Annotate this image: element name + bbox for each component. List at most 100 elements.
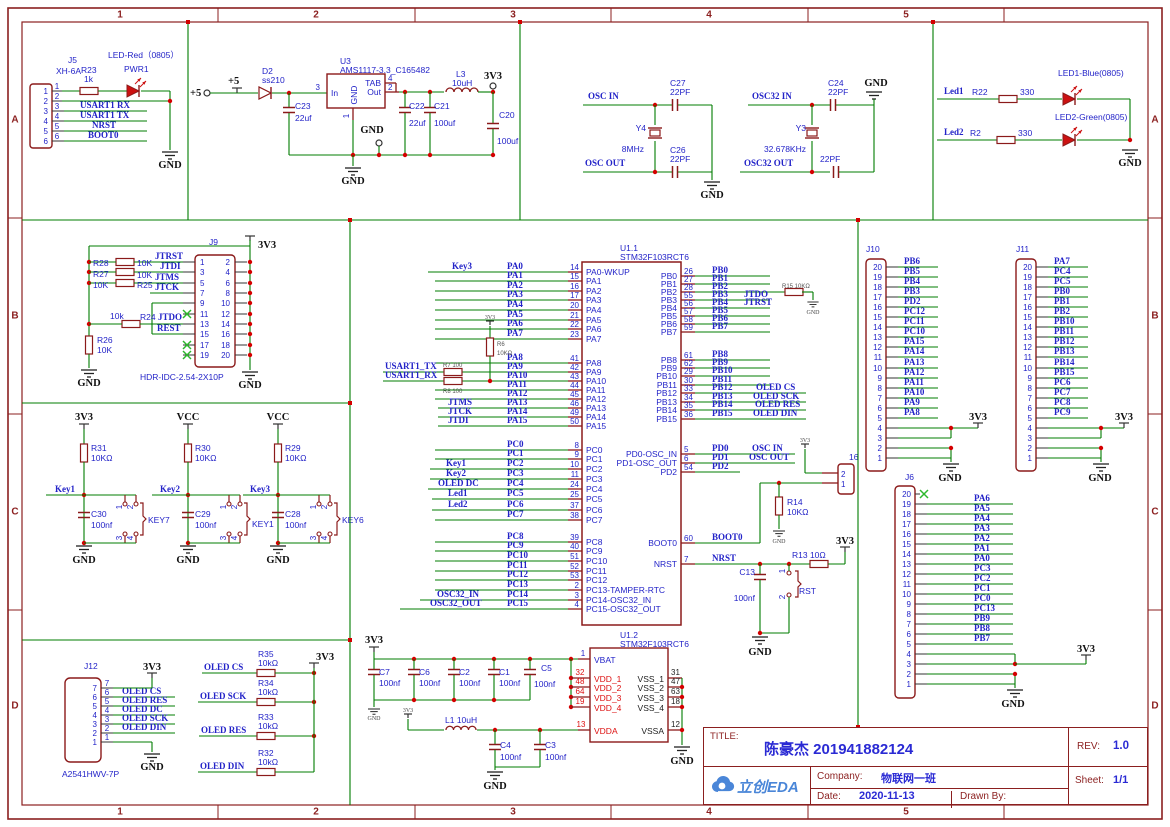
- label: GND: [176, 555, 200, 566]
- resistor-r30[interactable]: [183, 443, 193, 463]
- resistor-r35[interactable]: [256, 668, 276, 678]
- net-label: PC6: [1054, 377, 1071, 387]
- connector-j10[interactable]: [865, 258, 887, 472]
- resistor-r25[interactable]: [115, 278, 135, 288]
- key1-switch[interactable]: [237, 531, 243, 537]
- inductor-l1[interactable]: [445, 725, 477, 731]
- resistor-r33[interactable]: [256, 731, 276, 741]
- key1-switch[interactable]: [226, 501, 232, 507]
- resistor-r32[interactable]: [256, 767, 276, 777]
- key7-switch[interactable]: [133, 531, 139, 537]
- pin-name: PB1: [661, 279, 677, 289]
- pin-number: 6: [907, 630, 912, 639]
- key6-switch[interactable]: [327, 531, 333, 537]
- connector-j11[interactable]: [1015, 258, 1037, 472]
- led-pwr1[interactable]: [126, 84, 141, 98]
- key7-switch[interactable]: [122, 501, 128, 507]
- net-label: PC8: [507, 531, 524, 541]
- label: VSS_2: [638, 683, 665, 693]
- label: C5: [541, 663, 552, 673]
- inductor-l3[interactable]: [445, 87, 479, 93]
- resistor-r34[interactable]: [256, 697, 276, 707]
- resistor-r31[interactable]: [79, 443, 89, 463]
- key6-switch[interactable]: [327, 501, 333, 507]
- ruler-row-b-right: B: [1151, 310, 1159, 322]
- label: VCC: [177, 412, 200, 423]
- led2-green[interactable]: [1062, 133, 1077, 147]
- key7-switch[interactable]: [122, 531, 128, 537]
- key6-switch[interactable]: [316, 531, 322, 537]
- pin-number: 3: [575, 591, 580, 600]
- net-label: PA13: [904, 357, 925, 367]
- resistor-r28[interactable]: [115, 257, 135, 267]
- ruler-col-3-bottom: 3: [510, 806, 516, 818]
- net-label: PB11: [712, 374, 733, 384]
- rst-button[interactable]: [786, 570, 792, 576]
- connector-j9[interactable]: [194, 254, 236, 368]
- pin-number-outer: 6: [55, 132, 60, 141]
- lceda-logo: 立创EDA: [704, 767, 811, 805]
- regulator-u3[interactable]: [326, 73, 386, 109]
- key1-switch[interactable]: [237, 501, 243, 507]
- junction: [1127, 137, 1133, 143]
- pin-number-outer: 3: [105, 715, 110, 724]
- key7-switch[interactable]: [140, 502, 147, 536]
- pin-number: 8: [226, 289, 231, 298]
- rst-button[interactable]: [795, 570, 802, 598]
- key1-switch[interactable]: [226, 531, 232, 537]
- diode-d2[interactable]: [258, 86, 273, 100]
- resistor-r27[interactable]: [115, 267, 135, 277]
- label: R35: [258, 649, 274, 659]
- pin-name: PA15: [586, 421, 606, 431]
- connector-j5[interactable]: [29, 83, 53, 149]
- pin-name: PB0: [661, 271, 677, 281]
- label: VDD_3: [594, 693, 622, 703]
- resistor-r8[interactable]: [443, 376, 463, 386]
- mcu-u1-1[interactable]: [581, 261, 682, 626]
- label: KEY1: [252, 519, 274, 529]
- resistor-r24[interactable]: [121, 319, 141, 329]
- label: 10K: [93, 280, 108, 290]
- ruler-col-3-top: 3: [510, 9, 516, 21]
- resistor-r23[interactable]: [79, 86, 99, 96]
- key1-switch[interactable]: [244, 502, 251, 536]
- label: 10kΩ: [258, 687, 278, 697]
- resistor-r7[interactable]: [443, 367, 463, 377]
- label: 22PF: [828, 87, 848, 97]
- resistor-r29[interactable]: [273, 443, 283, 463]
- pin-number: 37: [570, 501, 579, 510]
- label: 22uf: [409, 118, 426, 128]
- resistor-r26[interactable]: [84, 335, 94, 355]
- net-label: PA12: [904, 367, 925, 377]
- pin-number: 9: [907, 600, 912, 609]
- pin-number: 17: [570, 291, 579, 300]
- jumper-16[interactable]: [837, 463, 855, 495]
- label: 47: [671, 677, 680, 686]
- resistor-r2[interactable]: [996, 135, 1016, 145]
- connector-j6[interactable]: [894, 485, 916, 699]
- switch-pin-number: 4: [230, 535, 239, 540]
- key6-switch[interactable]: [316, 501, 322, 507]
- resistor-r22[interactable]: [998, 94, 1018, 104]
- crystal-y4[interactable]: [649, 129, 661, 137]
- resistor-r13[interactable]: [809, 559, 829, 569]
- net-label: OLED RES: [122, 695, 167, 705]
- rst-button[interactable]: [786, 592, 792, 598]
- crystal-y3[interactable]: [806, 129, 818, 137]
- pin-number: 18: [1023, 283, 1032, 292]
- label: GND: [266, 555, 290, 566]
- net-label: BOOT0: [88, 130, 119, 140]
- key6-switch[interactable]: [334, 502, 341, 536]
- label: 10kΩ: [258, 757, 278, 767]
- resistor-r6[interactable]: [485, 337, 495, 357]
- net-label: PD2: [712, 461, 729, 471]
- label: 3V3: [800, 438, 810, 444]
- mcu-u1-2[interactable]: [589, 647, 669, 743]
- key7-switch[interactable]: [133, 501, 139, 507]
- led1-blue[interactable]: [1062, 92, 1077, 106]
- resistor-r14[interactable]: [774, 496, 784, 516]
- connector-j12[interactable]: [64, 677, 102, 763]
- switch-pin-number: 3: [309, 535, 318, 540]
- label: 18: [671, 697, 680, 706]
